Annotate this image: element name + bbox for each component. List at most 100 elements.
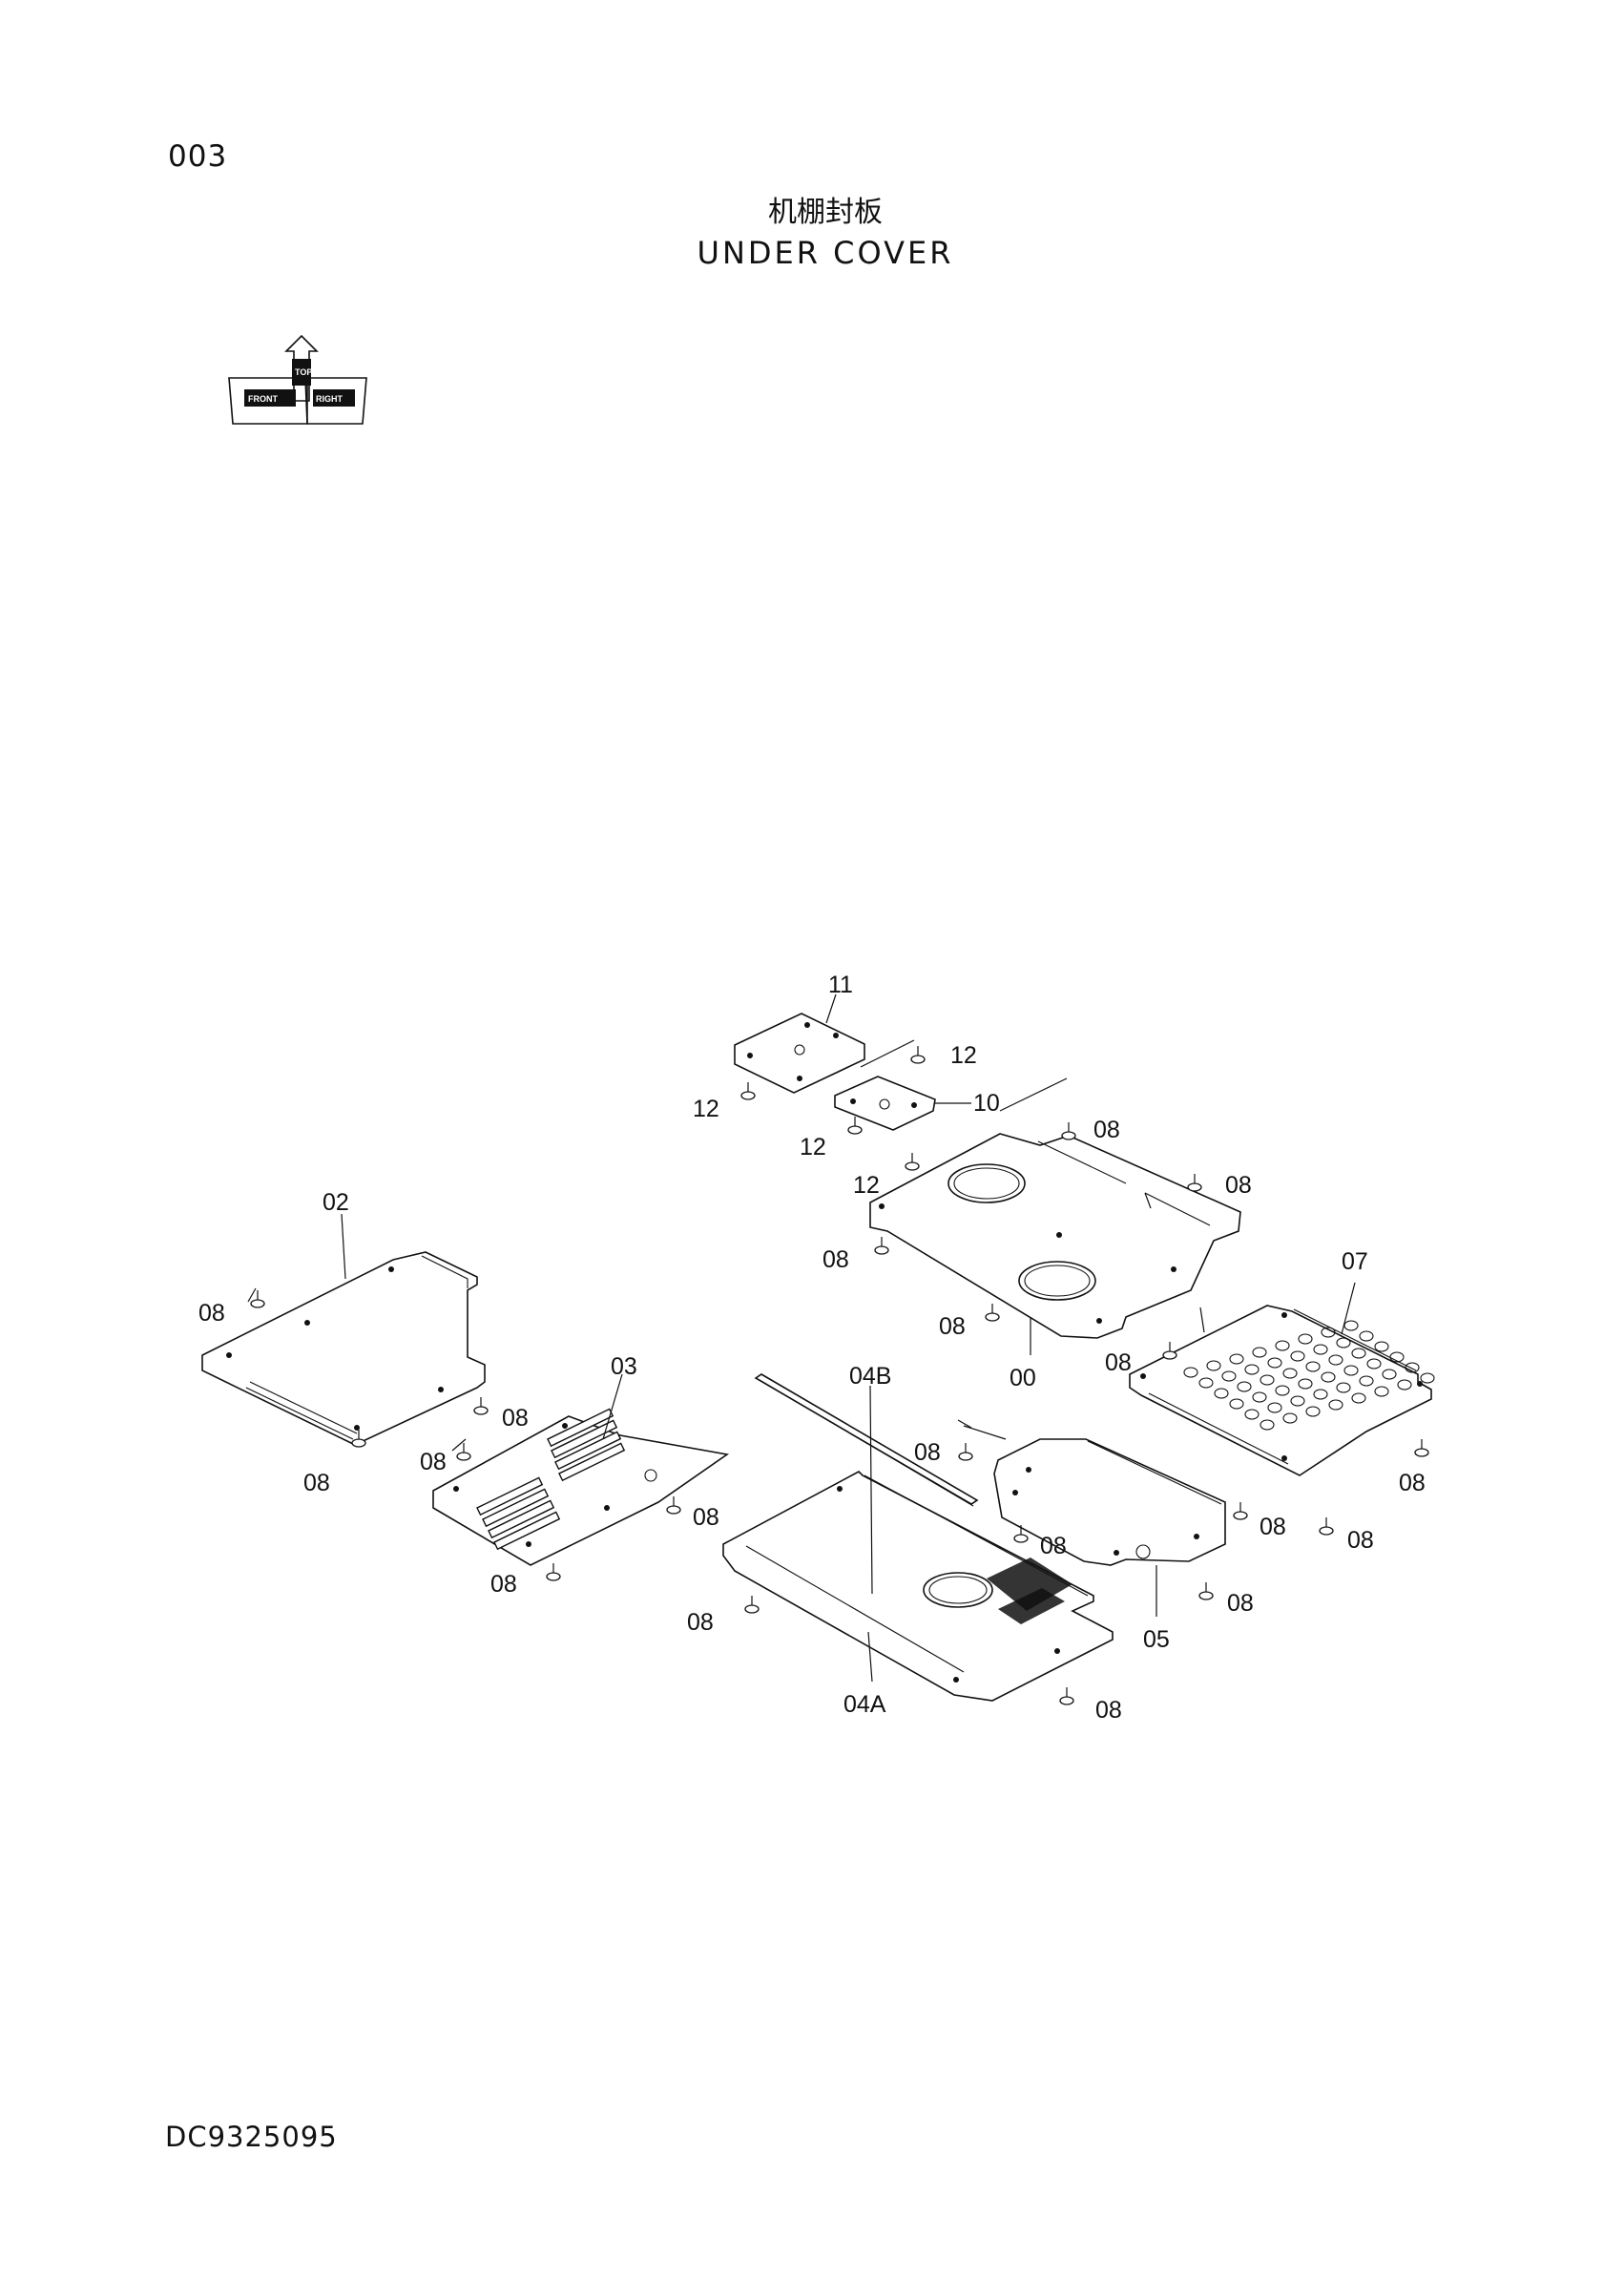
part-03-plate [432,1373,730,1566]
part-04a-plate [722,1471,1114,1702]
orientation-right-label: RIGHT [316,394,344,404]
bolt-symbol [905,1153,920,1171]
label-part-12: 12 [853,1172,880,1199]
label-part-08: 08 [502,1405,529,1432]
label-part-08: 08 [303,1470,330,1496]
label-part-08: 08 [1399,1470,1426,1496]
perforation-hole [1359,1375,1374,1387]
perforation-hole [1183,1367,1198,1378]
orientation-front-label: FRONT [248,394,278,404]
label-part-08: 08 [420,1449,447,1475]
label-part-05: 05 [1143,1626,1170,1653]
perforation-hole [1359,1330,1374,1342]
label-part-08: 08 [1260,1514,1286,1540]
part-00-plate [869,1077,1241,1355]
perforation-hole [1336,1337,1351,1349]
bolt-symbol [740,1082,756,1100]
perforation-hole [1244,1409,1260,1420]
part-04b-strip [754,1373,979,1595]
perforation-hole [1290,1350,1305,1362]
perforation-hole [1252,1347,1267,1358]
bolt-symbol [744,1596,760,1614]
perforation-hole [1397,1379,1412,1390]
perforation-hole [1405,1362,1420,1373]
bolts [250,1046,1429,1705]
bolt-symbol [250,1290,265,1308]
perforation-hole [1328,1399,1343,1411]
page-title-chinese: 机棚封板 [768,196,883,229]
bolt-symbol [456,1443,471,1461]
perforation-hole [1374,1386,1389,1397]
perforation-hole [1275,1340,1290,1351]
label-part-12: 12 [693,1096,719,1122]
label-part-00: 00 [1010,1365,1036,1391]
perforation-hole [1267,1402,1282,1413]
perforation-hole [1313,1344,1328,1355]
perforation-hole [1313,1389,1328,1400]
perforation-hole [1229,1353,1244,1365]
perforation-hole [1298,1333,1313,1345]
bolt-symbol [910,1046,926,1064]
bolt-symbol [1187,1174,1202,1192]
label-part-08: 08 [1040,1533,1067,1559]
part-02-plate [201,1213,486,1446]
label-part-08: 08 [1225,1172,1252,1199]
perforation-hole [1343,1320,1359,1331]
perforation-hole [1198,1377,1214,1389]
vent-slots [476,1408,626,1551]
label-part-08: 08 [822,1246,849,1273]
perforation-hole [1275,1385,1290,1396]
perforation-hole [1229,1398,1244,1410]
bolt-symbol [847,1117,863,1135]
part-10-plate [834,1076,971,1131]
bolt-symbol [473,1397,489,1415]
perforation-hole [1389,1351,1405,1363]
perforation-hole [1282,1412,1298,1424]
perforation-hole [1290,1395,1305,1407]
bolt-symbol [958,1443,973,1461]
part-07-plate [1129,1282,1435,1476]
document-code: DC9325095 [165,2121,338,2153]
page-title: UNDER COVER [697,235,954,271]
label-part-07: 07 [1342,1248,1368,1275]
perforation-hole [1336,1382,1351,1393]
bolt-symbol [1198,1582,1214,1600]
perforation-holes [1183,1320,1435,1431]
label-part-08: 08 [693,1504,719,1531]
label-part-08: 08 [1347,1527,1374,1554]
bolt-symbol [351,1430,366,1448]
perforation-hole [1206,1360,1221,1371]
label-part-02: 02 [323,1189,349,1216]
perforation-hole [1343,1365,1359,1376]
label-part-08: 08 [687,1609,714,1636]
perforation-hole [1244,1364,1260,1375]
perforation-hole [1351,1348,1366,1359]
bolt-symbol [1162,1342,1177,1360]
bolt-symbol [1319,1517,1334,1536]
label-part-04a: 04A [843,1691,886,1718]
perforation-hole [1366,1358,1382,1369]
label-part-08: 08 [490,1571,517,1598]
label-part-08: 08 [1105,1349,1132,1376]
label-part-08: 08 [1095,1697,1122,1724]
perforation-hole [1351,1392,1366,1404]
bolt-symbol [546,1563,561,1581]
perforation-hole [1321,1371,1336,1383]
orientation-top-label: TOP [295,367,312,377]
bolt-symbol [985,1304,1000,1322]
perforation-hole [1252,1391,1267,1403]
bolt-symbol [1414,1439,1429,1457]
perforation-hole [1237,1381,1252,1392]
label-part-08: 08 [1227,1590,1254,1617]
perforation-mesh [987,1558,1072,1624]
perforation-hole [1260,1374,1275,1386]
perforation-hole [1267,1357,1282,1369]
label-part-08: 08 [939,1313,966,1340]
part-11-plate [734,993,865,1094]
bolt-symbol [1013,1525,1029,1543]
label-part-12: 12 [950,1042,977,1069]
label-part-08: 08 [914,1439,941,1466]
perforation-hole [1321,1327,1336,1338]
label-part-12: 12 [800,1134,826,1160]
perforation-hole [1328,1354,1343,1366]
